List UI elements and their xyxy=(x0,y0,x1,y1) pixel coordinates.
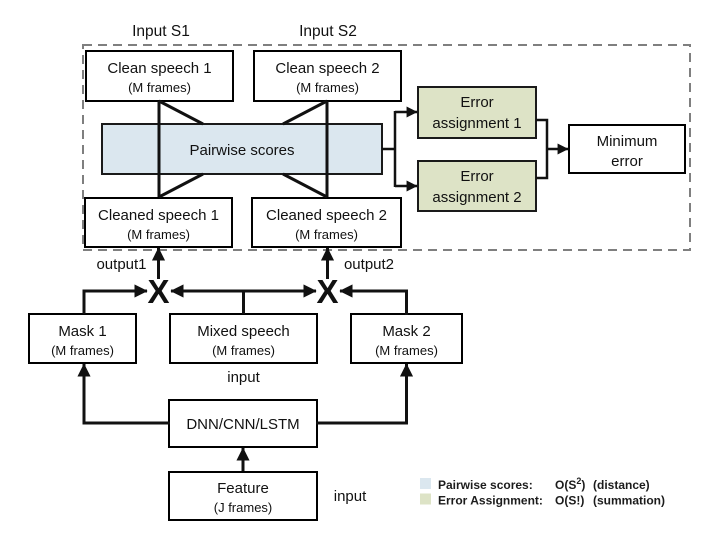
minimum-error-title: Minimum xyxy=(597,133,658,150)
cleaned-speech-1-subtitle: (M frames) xyxy=(127,227,190,242)
feature-box xyxy=(168,471,318,521)
feature-subtitle: (J frames) xyxy=(214,500,273,515)
cleaned-speech-2-box xyxy=(251,197,402,248)
input-label-mixed: input xyxy=(227,369,260,386)
minimum-error-box xyxy=(568,124,686,174)
error-assignment-connectors xyxy=(382,106,569,192)
error-assignment-2-box xyxy=(417,160,537,212)
error-assignment-1-title: Error xyxy=(460,94,493,111)
mixed-speech-title: Mixed speech xyxy=(197,323,290,340)
legend-pairwise-note: (distance) xyxy=(593,478,650,492)
box-shapes xyxy=(28,50,686,521)
dashed-container-border xyxy=(82,44,691,251)
cleaned-speech-1-box xyxy=(84,197,233,248)
legend-swatch-pairwise xyxy=(420,478,431,489)
mask-1-box xyxy=(28,313,137,364)
pairwise-crossing-lines xyxy=(157,99,329,199)
mask-2-title: Mask 2 xyxy=(382,323,430,340)
mixed-speech-box xyxy=(169,313,318,364)
legend: Pairwise scores: O(S2) (distance) Error … xyxy=(420,476,665,508)
error-assignment-2-title: Error xyxy=(460,168,493,185)
output2-label: output2 xyxy=(344,256,394,273)
legend-pairwise-complexity: O(S2) xyxy=(555,476,585,492)
feature-title: Feature xyxy=(217,480,269,497)
mask-1-subtitle: (M frames) xyxy=(51,343,114,358)
network-connectors xyxy=(77,247,414,471)
multiply-symbol-1: X xyxy=(147,273,169,310)
error-assignment-1-subtitle: assignment 1 xyxy=(432,115,521,132)
output1-label: output1 xyxy=(96,256,146,273)
mask-2-subtitle: (M frames) xyxy=(375,343,438,358)
box-labels: Clean speech 1 (M frames) Clean speech 2… xyxy=(51,60,657,515)
input-s2-label: Input S2 xyxy=(299,23,357,40)
legend-error-complexity: O(S!) xyxy=(555,494,584,508)
dnn-title: DNN/CNN/LSTM xyxy=(186,416,299,433)
multiply-symbol-2: X xyxy=(316,273,338,310)
error-assignment-1-box xyxy=(417,86,537,139)
complexity-prefix: O(S xyxy=(555,478,576,492)
mask-1-title: Mask 1 xyxy=(58,323,106,340)
error-assignment-2-subtitle: assignment 2 xyxy=(432,189,521,206)
clean-speech-2-title: Clean speech 2 xyxy=(275,60,379,77)
clean-speech-1-title: Clean speech 1 xyxy=(107,60,211,77)
legend-error-label: Error Assignment: xyxy=(438,494,543,508)
input-label-feature: input xyxy=(334,488,367,505)
cleaned-speech-2-title: Cleaned speech 2 xyxy=(266,207,387,224)
input-s1-label: Input S1 xyxy=(132,23,190,40)
clean-speech-2-subtitle: (M frames) xyxy=(296,80,359,95)
complexity-suffix: ) xyxy=(581,478,585,492)
legend-pairwise-label: Pairwise scores: xyxy=(438,478,533,492)
complexity-superscript: 2 xyxy=(576,476,581,486)
mask-2-box xyxy=(350,313,463,364)
pairwise-scores-title: Pairwise scores xyxy=(189,142,294,159)
legend-error-note: (summation) xyxy=(593,494,665,508)
legend-swatch-error xyxy=(420,493,431,505)
clean-speech-1-subtitle: (M frames) xyxy=(128,80,191,95)
mixed-speech-subtitle: (M frames) xyxy=(212,343,275,358)
cleaned-speech-1-title: Cleaned speech 1 xyxy=(98,207,219,224)
minimum-error-subtitle: error xyxy=(611,153,643,170)
cleaned-speech-2-subtitle: (M frames) xyxy=(295,227,358,242)
